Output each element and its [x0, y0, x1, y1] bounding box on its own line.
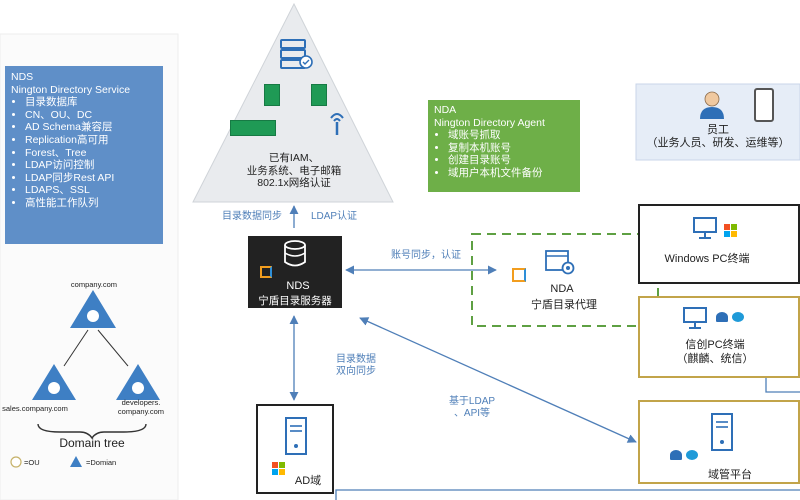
network-switch-icon	[230, 120, 276, 136]
green-server-icon	[264, 84, 280, 106]
nda-card-title: NDA	[434, 104, 457, 116]
xinchuang-pc-node[interactable]: 信创PC终端 （麒麟、统信）	[638, 296, 800, 378]
list-item: AD Schema兼容层	[25, 121, 157, 134]
list-item: LDAPS、SSL	[25, 184, 157, 197]
kylin-logo-icon	[670, 450, 682, 460]
nds-card-subtitle: Nington Directory Service	[11, 83, 131, 96]
windows-pc-node[interactable]: Windows PC终端	[638, 204, 800, 284]
database-icon	[284, 240, 306, 267]
list-item: Replication高可用	[25, 134, 157, 147]
uos-logo-icon	[732, 312, 744, 322]
mobile-phone-icon	[754, 88, 774, 122]
green-server-icon	[311, 84, 327, 106]
nds-card-title: NDS	[11, 71, 34, 83]
edge-label-ldap-auth: LDAP认证	[310, 211, 358, 222]
nda-agent-name: NDA	[550, 283, 574, 295]
nds-server-label: 宁盾目录服务器	[258, 295, 332, 307]
tree-right-label: developers. company.com	[117, 398, 165, 416]
nda-agent-label: 宁盾目录代理	[531, 299, 597, 311]
list-item: LDAP访问控制	[25, 159, 157, 172]
domain-platform-label: 域管平台	[708, 469, 752, 481]
ningdun-logo-icon	[260, 266, 272, 278]
list-item: 复制本机账号	[448, 142, 574, 155]
tree-root-label: company.com	[70, 280, 118, 289]
list-item: 高性能工作队列	[25, 197, 157, 210]
windows-logo-icon	[272, 462, 285, 475]
edge-label-ldap-api: 基于LDAP 、API等	[448, 396, 496, 419]
kylin-logo-icon	[716, 312, 728, 322]
server-stack-icon	[280, 39, 313, 69]
uos-logo-icon	[686, 450, 698, 460]
tree-root-domain	[70, 290, 116, 328]
nds-server-node[interactable]: NDS 宁盾目录服务器	[248, 236, 342, 308]
app-triangle	[192, 2, 394, 203]
list-item: 创建目录账号	[448, 154, 574, 167]
nds-feature-card: NDS Nington Directory Service 目录数据库 CN、O…	[5, 66, 163, 244]
xinchuang-pc-detail: （麒麟、统信）	[676, 353, 754, 365]
monitor-icon	[683, 307, 707, 329]
list-item: CN、OU、DC	[25, 109, 157, 122]
nda-card-subtitle: Nington Directory Agent	[434, 116, 545, 129]
windows-logo-icon	[724, 224, 737, 237]
nda-feature-card: NDA Nington Directory Agent 域账号抓取 复制本机账号…	[428, 100, 580, 192]
wireless-antenna-icon	[330, 113, 344, 135]
monitor-icon	[693, 217, 717, 239]
list-item: LDAP同步Rest API	[25, 172, 157, 185]
server-tower-icon	[711, 413, 733, 451]
edge-label-dir-sync: 目录数据同步	[222, 211, 282, 222]
edge-nds-platform	[359, 317, 637, 443]
ad-domain-node[interactable]: AD域	[256, 404, 334, 494]
triangle-caption: 已有IAM、 业务系统、电子邮箱 802.1x网络认证	[246, 152, 342, 189]
domain-platform-node[interactable]: 域管平台	[638, 400, 800, 484]
app-settings-icon	[545, 250, 575, 275]
list-item: 域用户本机文件备份	[448, 167, 574, 180]
edge-label-bidirectional: 目录数据 双向同步	[336, 354, 376, 377]
nds-feature-list: 目录数据库 CN、OU、DC AD Schema兼容层 Replication高…	[11, 96, 157, 209]
user-icon	[700, 91, 724, 119]
nda-feature-list: 域账号抓取 复制本机账号 创建目录账号 域用户本机文件备份	[434, 129, 574, 179]
ningdun-logo-icon	[512, 268, 526, 282]
legend-domain: =Domian	[86, 458, 117, 467]
windows-pc-label: Windows PC终端	[664, 253, 750, 265]
edge-label-account-sync: 账号同步，认证	[391, 250, 461, 261]
nds-server-name: NDS	[286, 280, 310, 292]
list-item: 域账号抓取	[448, 129, 574, 142]
list-item: 目录数据库	[25, 96, 157, 109]
list-item: Forest、Tree	[25, 147, 157, 160]
tree-left-label: sales.company.com	[2, 404, 68, 413]
server-tower-icon	[285, 417, 307, 455]
xinchuang-pc-label: 信创PC终端	[685, 339, 745, 351]
domain-tree-title: Domain tree	[59, 436, 125, 450]
ad-domain-label: AD域	[294, 475, 322, 487]
legend-ou: =OU	[24, 458, 40, 467]
employee-label: 员工 （业务人员、研发、运维等）	[646, 124, 790, 149]
